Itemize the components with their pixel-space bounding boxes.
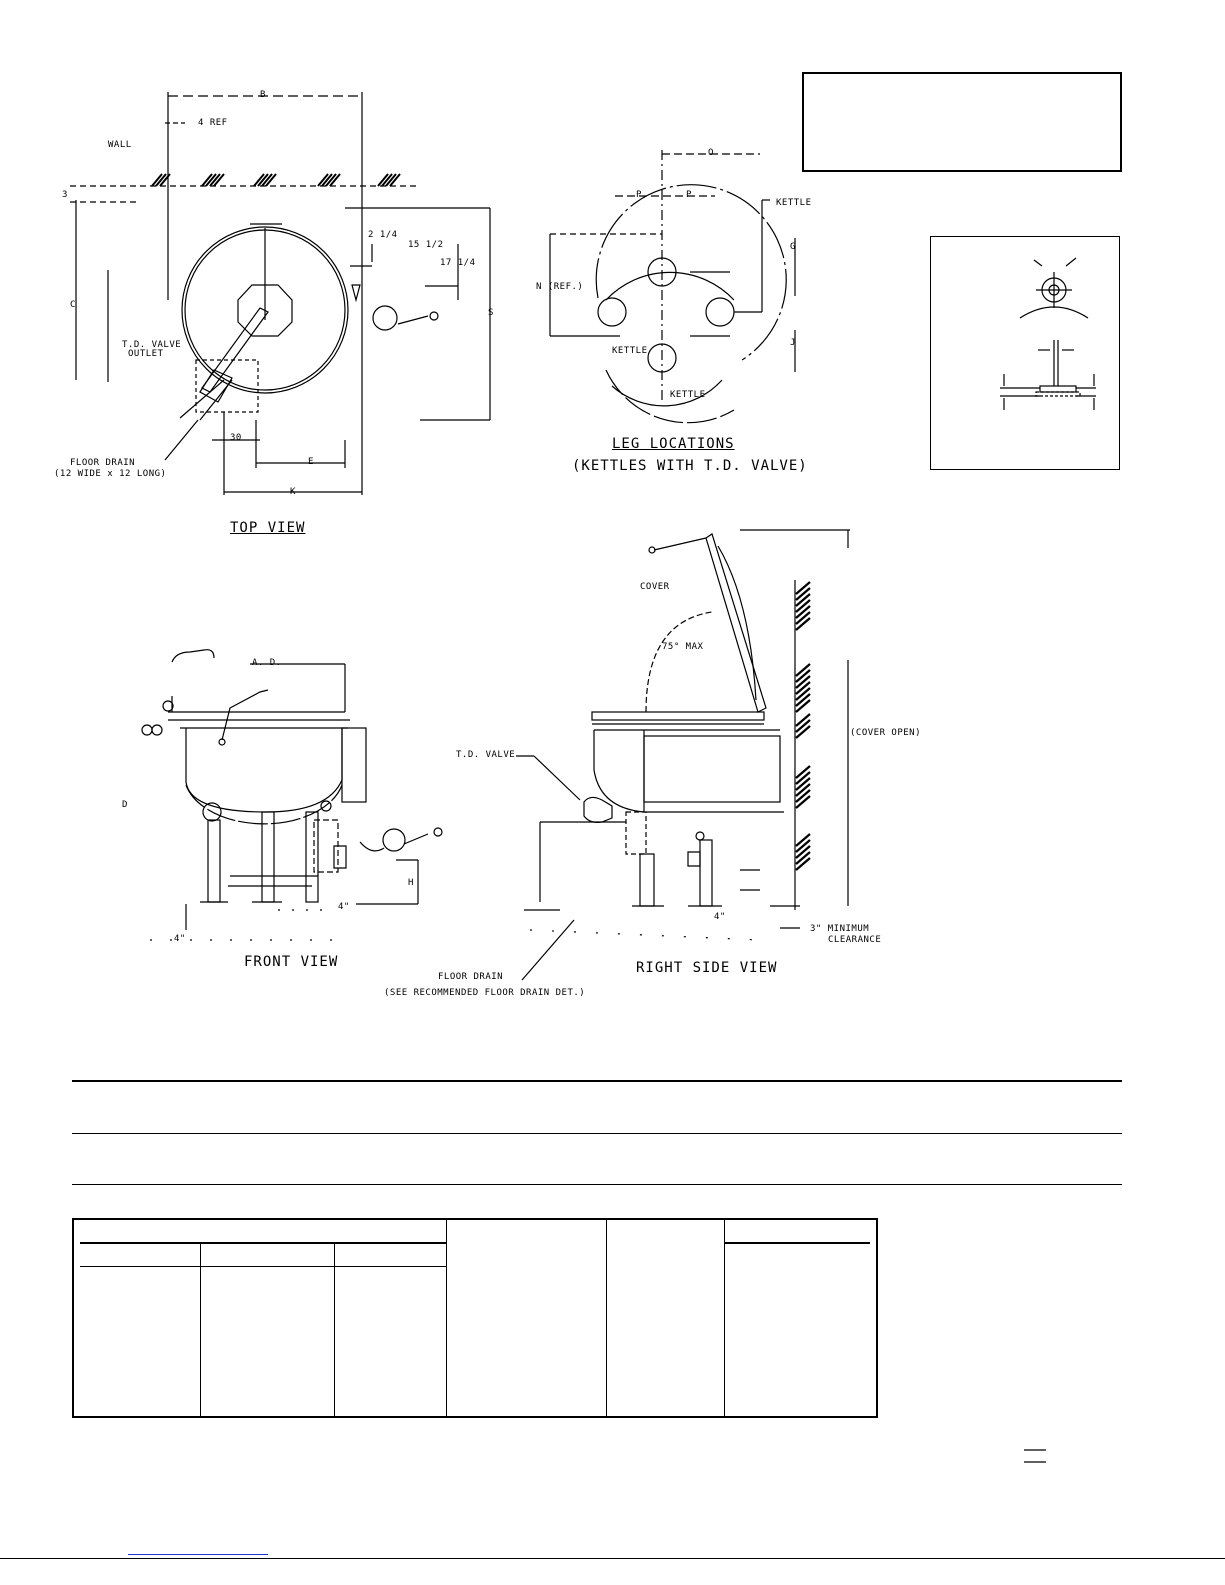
dim-c-label: C (70, 300, 76, 310)
table-col-divider (200, 1244, 201, 1416)
dim-g-label: G (790, 242, 796, 252)
dim-2-1-4-label: 2 1/4 (368, 230, 398, 240)
table-header-rule (80, 1242, 446, 1244)
floor-drain-side-label: FLOOR DRAIN (438, 972, 504, 982)
dim-4-side-label: 4" (714, 912, 726, 922)
dim-h-label: H (408, 878, 414, 888)
dim-o-label: O (708, 148, 714, 158)
footer-link[interactable] (128, 1554, 268, 1555)
clearance-label-2: CLEARANCE (828, 935, 882, 945)
dim-17-1-4-label: 17 1/4 (440, 258, 476, 268)
bottom-rule (0, 1558, 1225, 1559)
td-valve-label: T.D. VALVE (456, 750, 516, 760)
floor-drain-label: FLOOR DRAIN (70, 458, 136, 468)
leg-locations-subtitle: (KETTLES WITH T.D. VALVE) (572, 458, 808, 474)
section-rule (72, 1080, 1122, 1082)
right-side-view-title: RIGHT SIDE VIEW (636, 960, 778, 976)
top-view-drawing (70, 92, 491, 495)
leg-locations-title: LEG LOCATIONS (612, 436, 735, 452)
ref-4-label: 4 REF (198, 118, 228, 128)
dim-s-label: S (488, 308, 494, 318)
right-side-view-drawing (516, 529, 850, 981)
table-col-divider (446, 1220, 447, 1416)
kettle-centerline-label: KETTLE (612, 346, 648, 356)
table-col-divider (606, 1220, 607, 1416)
dim-k-label: K (290, 487, 296, 497)
cover-label: COVER (640, 582, 670, 592)
dim-30-label: 30 (230, 433, 242, 443)
td-valve-outlet-label: T.D. VALVE (122, 340, 182, 350)
dim-d-label: D (122, 800, 128, 810)
dim-p-label-1: P (636, 190, 642, 200)
dim-n-label: N (REF.) (536, 282, 584, 292)
dim-e-label: E (308, 457, 314, 467)
section-rule (72, 1133, 1122, 1134)
front-view-title: FRONT VIEW (244, 954, 339, 970)
dim-15-1-2-label: 15 1/2 (408, 240, 444, 250)
cover-angle-label: 75° MAX (662, 642, 704, 652)
table-header-rule (724, 1242, 870, 1244)
top-view-title: TOP VIEW (230, 520, 306, 536)
wall-label: WALL (108, 140, 132, 150)
dim-4-label-1: 4" (338, 902, 350, 912)
table-header-rule (80, 1266, 446, 1267)
dim-4-label-2: 4" (174, 934, 186, 944)
kettle-centerline-label-2: KETTLE (670, 390, 706, 400)
leg-flange-detail (1000, 257, 1096, 410)
dim-b-label: B (260, 90, 266, 100)
spec-table (72, 1218, 878, 1418)
floor-drain-detail-label: (SEE RECOMMENDED FLOOR DRAIN DET.) (384, 988, 586, 998)
clearance-label: 3" MINIMUM (810, 924, 870, 934)
dim-a-label: A. D. (252, 658, 282, 668)
leg-locations-drawing (549, 150, 796, 424)
dim-j-label: J (790, 338, 796, 348)
kettle-label: KETTLE (776, 198, 812, 208)
cover-open-label: (COVER OPEN) (850, 728, 922, 738)
table-col-divider (334, 1244, 335, 1416)
floor-drain-size-label: (12 WIDE x 12 LONG) (54, 469, 167, 479)
dim-p-label-2: P (686, 190, 692, 200)
td-valve-outlet-label-2: OUTLET (128, 349, 164, 359)
table-col-divider (724, 1220, 725, 1416)
detail-inset-box (930, 236, 1120, 470)
section-rule (72, 1184, 1122, 1185)
dim-3-label: 3 (62, 190, 68, 200)
front-view-drawing (141, 649, 443, 941)
title-box (802, 72, 1122, 172)
